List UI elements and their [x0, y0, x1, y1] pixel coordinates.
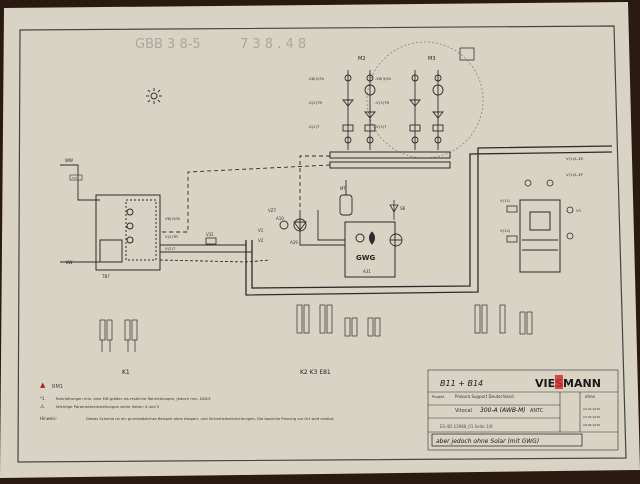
pump-symbol: [389, 233, 403, 247]
m3-highlight-circle: [366, 41, 484, 159]
legend-star: *1: [40, 396, 45, 401]
label-mt: MT: [340, 186, 346, 191]
title-row3: ES-4D-13988_01 Seite 1/8: [440, 424, 493, 429]
label-v31: V31: [206, 232, 214, 237]
svg-text:V(1)/L-EE: V(1)/L-EE: [566, 156, 584, 161]
svg-text:V(11): V(11): [500, 198, 511, 203]
svg-text:V(2)TR: V(2)TR: [165, 234, 178, 239]
zone-label-m3: M3: [428, 56, 436, 62]
svg-text:-V6(2)FA: -V6(2)FA: [308, 76, 324, 81]
title-date-3: 18.06.2015: [583, 423, 600, 427]
handwritten-note-1: B11 + B14: [440, 379, 483, 388]
brand-logo: VIESMANN: [535, 377, 601, 390]
svg-text:-V(3)TR: -V(3)TR: [375, 100, 389, 105]
tank-conn-labels: V6(2)FA V(2)TR V(2)T: [165, 216, 180, 251]
terminal-group-k1: [99, 319, 138, 352]
title-row2-prefix: Vitocal: [455, 408, 472, 414]
top-right-box: [459, 47, 475, 61]
mixer-valve-a29: [293, 218, 307, 232]
zone-label-m2: M2: [358, 56, 366, 62]
title-row1: Prokura Support Deutschland: [455, 394, 514, 399]
label-v2: V2: [258, 238, 264, 243]
title-date-2: 13.02.2015: [583, 415, 600, 419]
storage-tank: [95, 194, 161, 271]
svg-text:V6(2)FA: V6(2)FA: [165, 216, 180, 221]
title-date-1: 12.02.2015: [583, 407, 600, 411]
label-a10: A10: [276, 216, 284, 221]
pipe-network: [60, 145, 613, 296]
svg-text:-V(3)T: -V(3)T: [375, 124, 387, 129]
label-ww: WW: [65, 158, 73, 163]
expansion-vessel: [339, 180, 353, 216]
valve-a10: [279, 220, 289, 230]
title-block: [427, 369, 619, 451]
label-v1: V1: [258, 228, 264, 233]
blurred-stamp-2: 7 3 8 . 4 8: [240, 37, 306, 52]
label-a31: A31: [363, 269, 371, 274]
terminal-group-k2-k3-e81: [296, 304, 381, 337]
title-label: Projekt: [432, 395, 445, 399]
label-gwg: GWG: [356, 254, 375, 262]
ww-sensor: [69, 174, 83, 181]
label-kw: KW: [66, 260, 72, 265]
handwritten-note-box: [431, 433, 583, 447]
label-a29: A29: [290, 240, 298, 245]
title-right-head: ohne: [585, 394, 596, 399]
label-k2-k3-e81: K2 K3 E81: [300, 369, 331, 376]
svg-text:V3: V3: [576, 208, 582, 213]
legend-note-star: Rohrleitungen min. eine DN größer als re…: [56, 396, 211, 401]
legend-rm: RM1: [52, 384, 63, 390]
handwritten-note-2: aber jedoch ohne Solar (mit GWG): [436, 438, 539, 445]
label-sb: SB: [400, 206, 406, 211]
tank-label: TB7: [101, 274, 110, 279]
blurred-stamp: GBB 3 8-5: [135, 37, 201, 52]
heating-circuit-m3: [409, 70, 444, 150]
warning-icon: ▲: [40, 381, 46, 389]
safety-valve: [389, 200, 399, 220]
brand-mark: [555, 375, 563, 389]
legend-hinweis-text: Dieses Schema ist ein grundsätzliches Be…: [86, 417, 334, 421]
terminal-group-right: [474, 304, 533, 335]
legend-warn-icon: ⚠: [40, 404, 45, 410]
sun-icon: [146, 88, 162, 104]
heat-pump-unit: [519, 199, 561, 273]
svg-text:-V(2)T: -V(2)T: [308, 124, 320, 129]
legend-note-warn: Wichtige Parametereinstellungen siehe Se…: [56, 404, 160, 409]
right-sensors: [506, 179, 574, 243]
right-labels: V(1)/L-EE V(1)/L-EF V(11) V(12) V3: [500, 156, 584, 233]
svg-text:V(1)/L-EF: V(1)/L-EF: [566, 172, 583, 177]
sensor-v31: [205, 237, 217, 245]
label-k1: K1: [122, 369, 130, 376]
svg-text:V(2)T: V(2)T: [165, 246, 176, 251]
svg-text:-V(2)TR: -V(2)TR: [308, 100, 322, 105]
legend-hinweis-label: Hinweis:: [40, 416, 57, 421]
title-row2-handwritten: 300-A (AWB-M): [480, 407, 526, 414]
svg-text:-V6(3)FA: -V6(3)FA: [375, 76, 391, 81]
heating-circuit-m2: [342, 70, 376, 150]
title-row2-suffix: ANTC: [530, 408, 544, 414]
svg-text:V(12): V(12): [500, 228, 511, 233]
label-vz7: VZ7: [268, 208, 276, 213]
label-t-v: T/V: [71, 176, 78, 180]
gas-boiler: [344, 221, 396, 278]
drawing-frame: [17, 25, 627, 463]
circuit-mini-labels: -V6(2)FA -V(2)TR -V(2)T -V6(3)FA -V(3)TR…: [308, 76, 391, 129]
